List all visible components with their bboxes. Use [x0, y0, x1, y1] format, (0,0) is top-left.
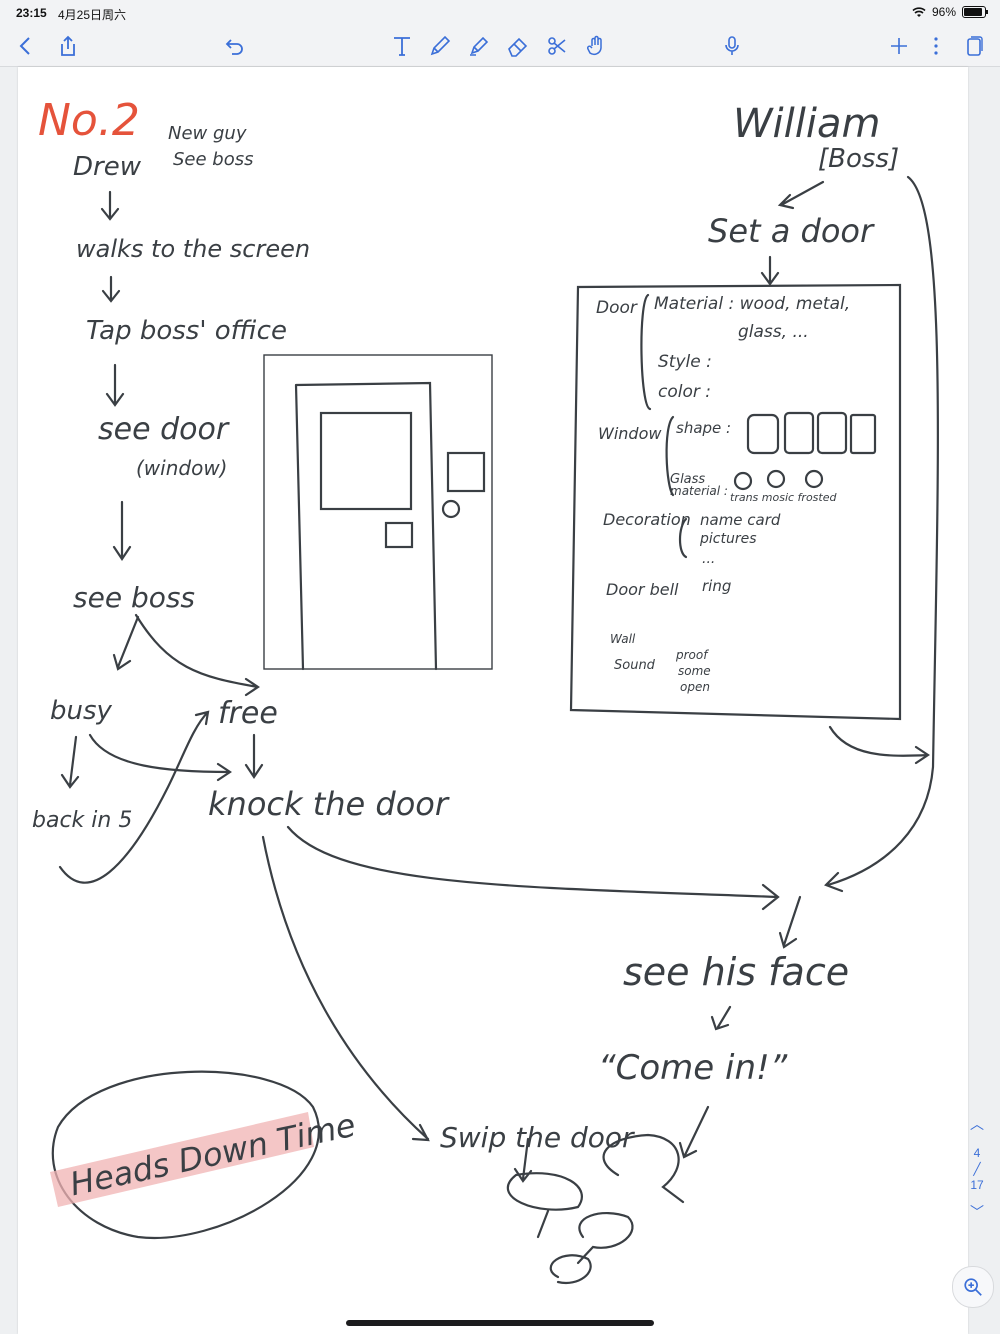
undo-icon[interactable] [219, 30, 251, 62]
door-sketch-frame [263, 354, 493, 670]
spec-glass-material: material : [670, 484, 728, 498]
zoom-in-icon[interactable] [952, 1266, 994, 1308]
plus-icon[interactable] [883, 30, 915, 62]
flow-arrow [101, 275, 121, 303]
flow-arrow [760, 255, 780, 286]
spec-open: open [680, 680, 710, 694]
spec-box [569, 283, 902, 721]
boss-label: [Boss] [818, 144, 899, 174]
flow-arrow [112, 615, 140, 671]
share-icon[interactable] [52, 30, 84, 62]
pen-icon[interactable] [424, 30, 456, 62]
home-indicator[interactable] [346, 1320, 654, 1326]
battery-icon [962, 6, 988, 18]
more-icon[interactable] [920, 30, 952, 62]
spec-name-card: name card [700, 511, 781, 529]
spec-color: color : [658, 382, 711, 402]
flow-arrow [112, 500, 132, 561]
flow-tap: Tap boss' office [86, 316, 287, 346]
note-page[interactable]: No.2 Drew New guy See boss walks to the … [18, 67, 968, 1334]
spec-decoration: Decoration [603, 510, 691, 529]
handwriting-layer: No.2 Drew New guy See boss walks to the … [32, 95, 939, 1285]
flow-back: back in 5 [32, 808, 132, 833]
drew-label: Drew [73, 152, 142, 182]
flow-arrow [678, 1105, 710, 1159]
flow-arrow [286, 825, 780, 911]
spec-wall: Wall [610, 632, 636, 646]
page-navigator: ︿ 4 ╱ 17 ﹀ [960, 1115, 994, 1245]
highlighter-icon[interactable] [463, 30, 495, 62]
flow-window: (window) [136, 456, 227, 480]
drew-note-1: New guy [168, 123, 247, 144]
spec-shape: shape : [676, 419, 731, 437]
spec-style: Style : [658, 352, 712, 372]
flow-busy: busy [50, 696, 113, 726]
flow-arrow [88, 733, 232, 782]
battery-percent: 96% [931, 5, 956, 19]
flow-arrow [100, 190, 120, 221]
flow-arrow [778, 895, 802, 949]
flow-arrow [58, 710, 210, 884]
chevron-left-icon[interactable] [10, 30, 42, 62]
flow-see-face: see his face [623, 950, 849, 994]
spec-pictures: pictures [699, 531, 757, 547]
spec-sound: Sound [614, 658, 656, 673]
spec-door: Door [596, 298, 638, 318]
flow-arrow [60, 735, 80, 789]
william-label: William [733, 101, 880, 147]
page-separator: ╱ [973, 1162, 981, 1176]
microphone-icon[interactable] [716, 30, 748, 62]
note-title: No.2 [38, 95, 140, 146]
flow-arrow [777, 180, 825, 210]
flow-arrow [105, 363, 125, 407]
wifi-icon [912, 6, 926, 17]
spec-door-bell: Door bell [606, 580, 679, 599]
spec-glass: Glass [670, 472, 705, 487]
spec-some: some [678, 664, 711, 678]
flow-arrow [261, 835, 430, 1142]
drew-note-2: See boss [173, 149, 254, 170]
spec-etc: ... [702, 551, 715, 567]
hand-icon[interactable] [580, 30, 612, 62]
spec-ring: ring [702, 577, 731, 595]
flow-swip: Swip the door [440, 1121, 635, 1154]
eraser-icon[interactable] [502, 30, 534, 62]
flow-arrow [134, 613, 260, 697]
status-right: 96% [912, 5, 988, 19]
current-page: 4 [973, 1146, 981, 1160]
status-bar: 23:15 4月25日周六 96% [0, 0, 1000, 26]
stamp-oval [51, 1070, 320, 1240]
status-time: 23:15 [16, 6, 47, 20]
status-date: 4月25日周六 [58, 8, 127, 22]
flow-free: free [218, 696, 278, 731]
chevron-up-icon[interactable]: ︿ [970, 1116, 984, 1132]
flow-arrow [710, 1005, 732, 1031]
total-pages: 17 [970, 1178, 984, 1192]
flow-arrow [244, 733, 264, 779]
stamp-text: Heads Down Time [67, 1106, 359, 1204]
flow-arrow [828, 725, 930, 765]
spec-proof: proof [675, 648, 709, 662]
flow-see-door: see door [98, 412, 230, 447]
lasso-icon[interactable] [541, 30, 573, 62]
spec-window: Window [598, 424, 662, 443]
flow-knock: knock the door [208, 785, 450, 823]
toolbar [0, 26, 1000, 67]
pages-icon[interactable] [958, 30, 990, 62]
spec-material: Material : wood, metal, [654, 294, 850, 314]
flow-walks: walks to the screen [76, 235, 310, 263]
flow-see-boss: see boss [73, 581, 195, 614]
flow-come-in: “Come in!” [598, 1048, 788, 1088]
spec-material-2: glass, ... [738, 322, 809, 342]
chevron-down-icon[interactable]: ﹀ [970, 1204, 984, 1220]
flow-arrow [824, 175, 939, 893]
note-canvas[interactable]: No.2 Drew New guy See boss walks to the … [0, 67, 1000, 1334]
spec-glass-types: trans mosic frosted [730, 491, 837, 504]
stamp-highlight [50, 1112, 314, 1207]
set-door-label: Set a door [708, 212, 875, 250]
text-tool-icon[interactable] [386, 30, 418, 62]
